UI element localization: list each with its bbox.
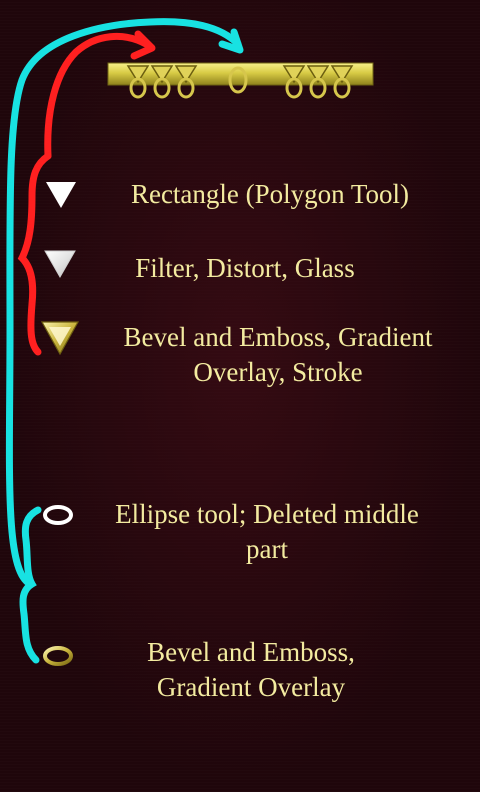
cyan-arrow <box>5 18 242 588</box>
white-ring-icon <box>43 505 73 525</box>
step-4-line-2: part <box>246 534 288 564</box>
step-2-label: Filter, Distort, Glass <box>100 251 390 286</box>
step-1-line-1: Rectangle (Polygon Tool) <box>130 179 410 209</box>
step-5-line-2: Gradient Overlay <box>156 672 346 702</box>
cyan-arrow-head <box>218 28 244 54</box>
step-5-label: Bevel and Emboss, Gradient Overlay <box>118 635 384 705</box>
step-4-label: Ellipse tool; Deleted middle part <box>84 497 450 567</box>
step-5-line-1: Bevel and Emboss, <box>147 637 355 667</box>
gold-ring-hanger <box>129 66 351 99</box>
white-triangle-icon <box>46 182 76 208</box>
gold-triangle-icon <box>40 321 80 356</box>
step-3-label: Bevel and Emboss, Gradient Overlay, Stro… <box>92 320 464 390</box>
step-3-line-2: Overlay, Stroke <box>193 357 363 387</box>
red-bracket-upper <box>17 152 52 356</box>
red-arrow <box>44 32 150 160</box>
gold-bar <box>107 62 374 86</box>
gold-ring-icon <box>43 646 73 666</box>
gold-triangle-hanger <box>126 65 354 84</box>
glass-triangle-icon <box>44 250 76 279</box>
step-3-line-1: Bevel and Emboss, Gradient <box>123 322 433 352</box>
red-arrow-head <box>130 30 156 60</box>
step-2-line-1: Filter, Distort, Glass <box>135 253 355 283</box>
step-4-line-1: Ellipse tool; Deleted middle <box>115 499 419 529</box>
gold-bar-result <box>107 62 374 99</box>
step-1-label: Rectangle (Polygon Tool) <box>100 177 440 212</box>
